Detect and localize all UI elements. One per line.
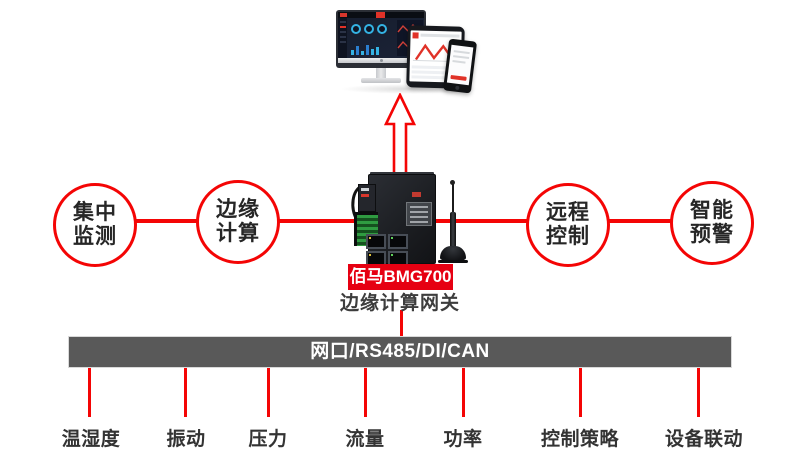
- gateway-subtitle: 边缘计算网关: [339, 293, 460, 314]
- gauge-chart-icon: [364, 24, 374, 34]
- devices-shadow: [340, 84, 480, 94]
- bar-chart-icon: [351, 43, 385, 55]
- phone-home-button: [455, 85, 460, 91]
- gateway-label-plate: [406, 202, 432, 226]
- phone-action-button: [450, 74, 467, 81]
- endpoint-temp-humidity: 温湿度: [61, 429, 121, 450]
- interface-bus-bar: 网口/RS485/DI/CAN: [68, 336, 732, 368]
- node-centralized-monitoring: 集中 监测: [53, 183, 137, 267]
- gateway-device: [348, 168, 468, 268]
- node-edge-computing: 边缘 计算: [196, 180, 280, 264]
- antenna-tip: [450, 180, 455, 185]
- dashboard-active-tab: [376, 12, 385, 18]
- endpoint-line: [184, 368, 187, 417]
- endpoint-line: [462, 368, 465, 417]
- endpoint-line: [88, 368, 91, 417]
- gateway-side-module: [358, 184, 376, 212]
- phone-screen: [446, 44, 474, 86]
- antenna-whip: [452, 184, 454, 212]
- monitor-stand: [376, 68, 386, 78]
- smartphone: [442, 38, 478, 94]
- monitor-stand-base: [361, 78, 401, 83]
- gateway-bus-connector: [400, 310, 403, 337]
- endpoint-control-strategy: 控制策略: [540, 429, 619, 450]
- node-remote-control: 远程 控制: [526, 183, 610, 267]
- endpoint-line: [364, 368, 367, 417]
- endpoint-pressure: 压力: [248, 429, 288, 450]
- endpoint-line: [697, 368, 700, 417]
- endpoint-vibration: 振动: [166, 429, 206, 450]
- ethernet-ports: [366, 234, 408, 266]
- dashboard-sidebar: [338, 18, 347, 58]
- gateway-body: [368, 174, 436, 264]
- endpoint-flow: 流量: [345, 429, 385, 450]
- gateway-brand-mark: [412, 192, 421, 197]
- tablet-app-logo-icon: [412, 32, 419, 39]
- antenna-base: [440, 246, 466, 261]
- endpoint-line: [267, 368, 270, 417]
- gateway-model-badge: 佰马BMG700: [348, 264, 453, 290]
- antenna-rod: [450, 212, 456, 248]
- gauge-chart-icon: [351, 24, 361, 34]
- dashboard-logo-icon: [340, 13, 347, 17]
- endpoint-device-linkage: 设备联动: [664, 429, 743, 450]
- monitor-chin: [338, 58, 424, 63]
- gauge-chart-icon: [377, 24, 387, 34]
- node-smart-alert: 智能 预警: [670, 181, 754, 265]
- endpoint-line: [579, 368, 582, 417]
- endpoint-power: 功率: [443, 429, 483, 450]
